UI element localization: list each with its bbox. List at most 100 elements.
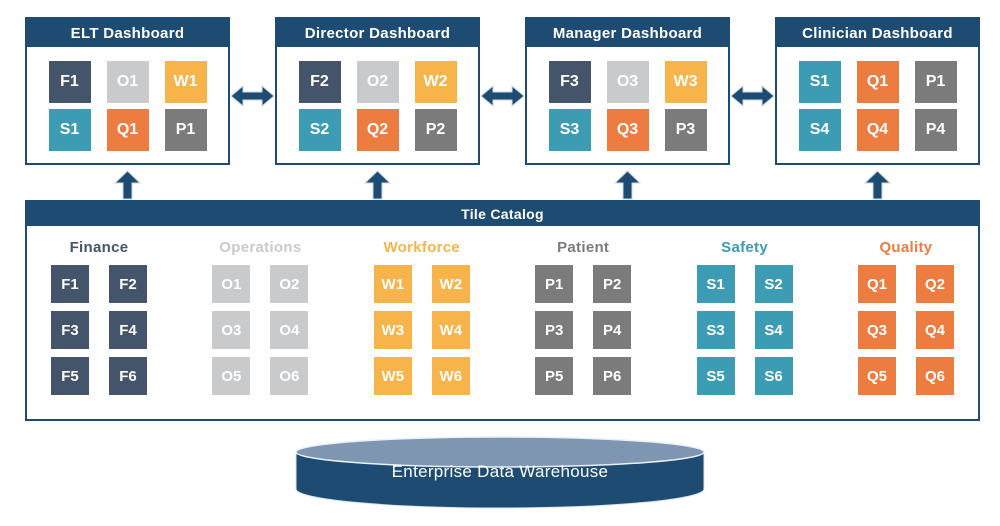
tile-o1: O1: [212, 265, 251, 303]
dashboard-elt-tile-grid: F1 O1 W1 S1 Q1 P1: [27, 47, 228, 151]
tile-q3: Q3: [606, 109, 649, 151]
tile-p1: P1: [164, 109, 207, 151]
tile-p1: P1: [914, 61, 957, 103]
bidirectional-arrow-icon: [230, 83, 275, 109]
tile-catalog-body: Finance F1 F2 F3 F4 F5 F6 Operations O1 …: [27, 226, 978, 395]
tile-f3: F3: [548, 61, 591, 103]
bidirectional-arrow-icon: [730, 83, 775, 109]
tile-p5: P5: [535, 357, 574, 395]
group-label-workforce: Workforce: [383, 239, 461, 256]
up-arrow-icon: [863, 170, 892, 200]
tile-s3: S3: [696, 311, 735, 349]
tile-w4: W4: [431, 311, 470, 349]
group-tiles-quality: Q1 Q2 Q3 Q4 Q5 Q6: [857, 265, 954, 395]
up-arrow-icon: [113, 170, 142, 200]
tile-o3: O3: [606, 61, 649, 103]
tile-f4: F4: [109, 311, 147, 349]
dashboard-elt: ELT Dashboard F1 O1 W1 S1 Q1 P1: [25, 17, 230, 165]
tile-w2: W2: [414, 61, 457, 103]
tile-o5: O5: [212, 357, 251, 395]
tile-p2: P2: [593, 265, 632, 303]
group-tiles-operations: O1 O2 O3 O4 O5 O6: [212, 265, 309, 395]
tile-f6: F6: [109, 357, 147, 395]
tile-q4: Q4: [915, 311, 954, 349]
tile-w6: W6: [431, 357, 470, 395]
tile-q2: Q2: [915, 265, 954, 303]
dashboard-clinician-title: Clinician Dashboard: [777, 19, 978, 47]
catalog-group-workforce: Workforce W1 W2 W3 W4 W5 W6: [373, 239, 470, 395]
catalog-group-safety: Safety S1 S2 S3 S4 S5 S6: [696, 239, 793, 395]
tile-catalog: Tile Catalog Finance F1 F2 F3 F4 F5 F6 O…: [25, 200, 980, 421]
bidirectional-arrow-icon: [480, 83, 525, 109]
tile-p4: P4: [914, 109, 957, 151]
tile-s5: S5: [696, 357, 735, 395]
tile-catalog-title: Tile Catalog: [27, 202, 978, 226]
tile-s1: S1: [48, 109, 91, 151]
tile-o6: O6: [270, 357, 309, 395]
tile-f1: F1: [51, 265, 89, 303]
tile-q6: Q6: [915, 357, 954, 395]
tile-q1: Q1: [106, 109, 149, 151]
group-label-quality: Quality: [879, 239, 933, 256]
tile-o4: O4: [270, 311, 309, 349]
tile-p4: P4: [593, 311, 632, 349]
tile-q4: Q4: [856, 109, 899, 151]
tile-p1: P1: [535, 265, 574, 303]
catalog-group-quality: Quality Q1 Q2 Q3 Q4 Q5 Q6: [857, 239, 954, 395]
dashboard-manager-tile-grid: F3 O3 W3 S3 Q3 P3: [527, 47, 728, 151]
warehouse-label: Enterprise Data Warehouse: [391, 462, 609, 481]
tile-s6: S6: [754, 357, 793, 395]
up-arrow-icon: [613, 170, 642, 200]
group-label-finance: Finance: [69, 239, 129, 256]
group-tiles-patient: P1 P2 P3 P4 P5 P6: [535, 265, 632, 395]
dashboard-manager: Manager Dashboard F3 O3 W3 S3 Q3 P3: [525, 17, 730, 165]
tile-w1: W1: [373, 265, 412, 303]
up-arrow-icon: [363, 170, 392, 200]
tile-p3: P3: [535, 311, 574, 349]
tile-s4: S4: [754, 311, 793, 349]
tile-w5: W5: [373, 357, 412, 395]
tile-q2: Q2: [356, 109, 399, 151]
group-tiles-safety: S1 S2 S3 S4 S5 S6: [696, 265, 793, 395]
dashboard-clinician: Clinician Dashboard S1 Q1 P1 S4 Q4 P4: [775, 17, 980, 165]
tile-w3: W3: [373, 311, 412, 349]
group-label-patient: Patient: [557, 239, 610, 256]
dashboard-manager-title: Manager Dashboard: [527, 19, 728, 47]
tile-p2: P2: [414, 109, 457, 151]
tile-w1: W1: [164, 61, 207, 103]
dashboard-elt-title: ELT Dashboard: [27, 19, 228, 47]
tile-w2: W2: [431, 265, 470, 303]
tile-o2: O2: [356, 61, 399, 103]
group-label-safety: Safety: [721, 239, 768, 256]
tile-f1: F1: [48, 61, 91, 103]
tile-p6: P6: [593, 357, 632, 395]
tile-s4: S4: [798, 109, 841, 151]
group-tiles-workforce: W1 W2 W3 W4 W5 W6: [373, 265, 470, 395]
dashboard-director-tile-grid: F2 O2 W2 S2 Q2 P2: [277, 47, 478, 151]
tile-f2: F2: [298, 61, 341, 103]
tile-q3: Q3: [857, 311, 896, 349]
tile-s1: S1: [696, 265, 735, 303]
dashboard-director-title: Director Dashboard: [277, 19, 478, 47]
tile-s3: S3: [548, 109, 591, 151]
catalog-group-finance: Finance F1 F2 F3 F4 F5 F6: [51, 239, 147, 395]
group-label-operations: Operations: [219, 239, 302, 256]
database-cylinder-icon: [295, 436, 705, 510]
catalog-group-operations: Operations O1 O2 O3 O4 O5 O6: [212, 239, 309, 395]
tile-f5: F5: [51, 357, 89, 395]
tile-q1: Q1: [857, 265, 896, 303]
catalog-group-patient: Patient P1 P2 P3 P4 P5 P6: [535, 239, 632, 395]
tile-s2: S2: [754, 265, 793, 303]
tile-s2: S2: [298, 109, 341, 151]
tile-q1: Q1: [856, 61, 899, 103]
dashboard-director: Director Dashboard F2 O2 W2 S2 Q2 P2: [275, 17, 480, 165]
tile-w3: W3: [664, 61, 707, 103]
tile-q5: Q5: [857, 357, 896, 395]
group-tiles-finance: F1 F2 F3 F4 F5 F6: [51, 265, 147, 395]
tile-s1: S1: [798, 61, 841, 103]
tile-f2: F2: [109, 265, 147, 303]
tile-o2: O2: [270, 265, 309, 303]
tile-o1: O1: [106, 61, 149, 103]
dashboard-clinician-tile-grid: S1 Q1 P1 S4 Q4 P4: [777, 47, 978, 151]
